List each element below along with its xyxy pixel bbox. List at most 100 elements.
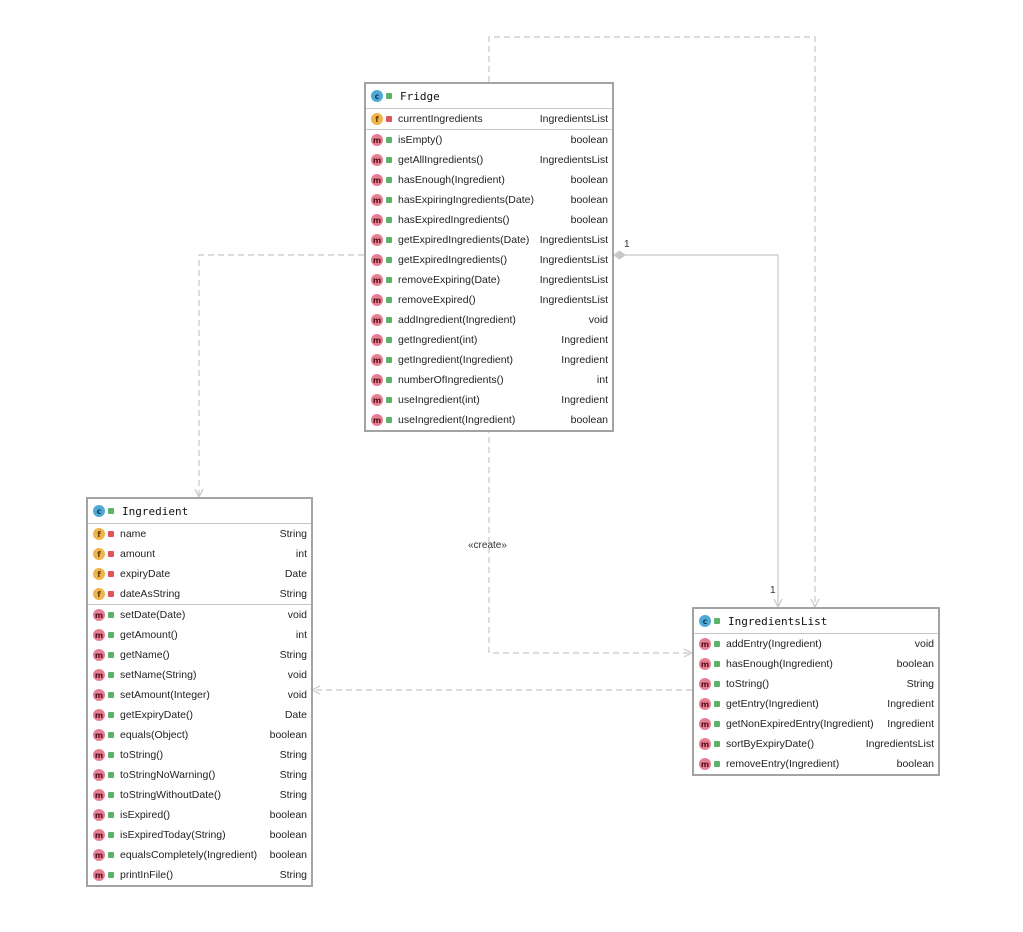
method-row-hasexpiringingredients-date[interactable]: m hasExpiringIngredients(Date) boolean	[366, 190, 612, 210]
method-type: IngredientsList	[539, 294, 608, 306]
method-icon: m	[93, 669, 105, 681]
method-icon: m	[93, 769, 105, 781]
class-icon: c	[371, 90, 383, 102]
private-lock-icon	[108, 551, 114, 557]
method-type: boolean	[896, 658, 934, 670]
multiplicity-target: 1	[770, 585, 776, 596]
method-name: getName()	[120, 649, 170, 661]
method-name: useIngredient(Ingredient)	[398, 414, 516, 426]
field-name: amount	[120, 548, 156, 560]
method-name: hasEnough(Ingredient)	[398, 174, 505, 186]
method-icon: m	[93, 649, 105, 661]
private-lock-icon	[386, 116, 392, 122]
method-type: boolean	[269, 849, 307, 861]
class-icon: c	[93, 505, 105, 517]
field-name: dateAsString	[120, 588, 181, 600]
field-icon: f	[93, 528, 105, 540]
method-type: void	[287, 609, 307, 621]
method-type: String	[279, 749, 307, 761]
method-icon: m	[93, 609, 105, 621]
method-icon: m	[371, 254, 383, 266]
field-icon: f	[93, 568, 105, 580]
private-lock-icon	[108, 531, 114, 537]
method-icon: m	[371, 194, 383, 206]
method-name: toStringWithoutDate()	[120, 789, 221, 801]
field-name: currentIngredients	[398, 113, 483, 125]
public-visibility-icon	[714, 618, 720, 624]
method-icon: m	[93, 629, 105, 641]
public-visibility-icon	[108, 692, 114, 698]
field-type: Date	[284, 568, 307, 580]
method-type: Ingredient	[561, 354, 608, 366]
method-name: removeExpired()	[398, 294, 476, 306]
method-icon: m	[699, 718, 711, 730]
method-type: IngredientsList	[539, 254, 608, 266]
public-visibility-icon	[714, 641, 720, 647]
method-name: hasExpiringIngredients(Date)	[398, 194, 534, 206]
method-name: numberOfIngredients()	[398, 374, 504, 386]
method-type: boolean	[570, 134, 608, 146]
method-name: removeExpiring(Date)	[398, 274, 501, 286]
method-type: boolean	[570, 194, 608, 206]
edge-fridge-to-ingredient-dependency	[199, 254, 364, 497]
method-icon: m	[371, 294, 383, 306]
class-name: IngredientsList	[728, 614, 828, 628]
method-icon: m	[371, 154, 383, 166]
method-type: String	[279, 869, 307, 881]
method-name: getIngredient(Ingredient)	[398, 354, 513, 366]
public-visibility-icon	[714, 701, 720, 707]
method-icon: m	[93, 849, 105, 861]
public-visibility-icon	[108, 772, 114, 778]
method-icon: m	[93, 729, 105, 741]
public-visibility-icon	[108, 652, 114, 658]
public-visibility-icon	[108, 832, 114, 838]
method-row-removeexpired[interactable]: m removeExpired() IngredientsList	[366, 290, 612, 310]
method-type: boolean	[269, 829, 307, 841]
method-icon: m	[371, 314, 383, 326]
